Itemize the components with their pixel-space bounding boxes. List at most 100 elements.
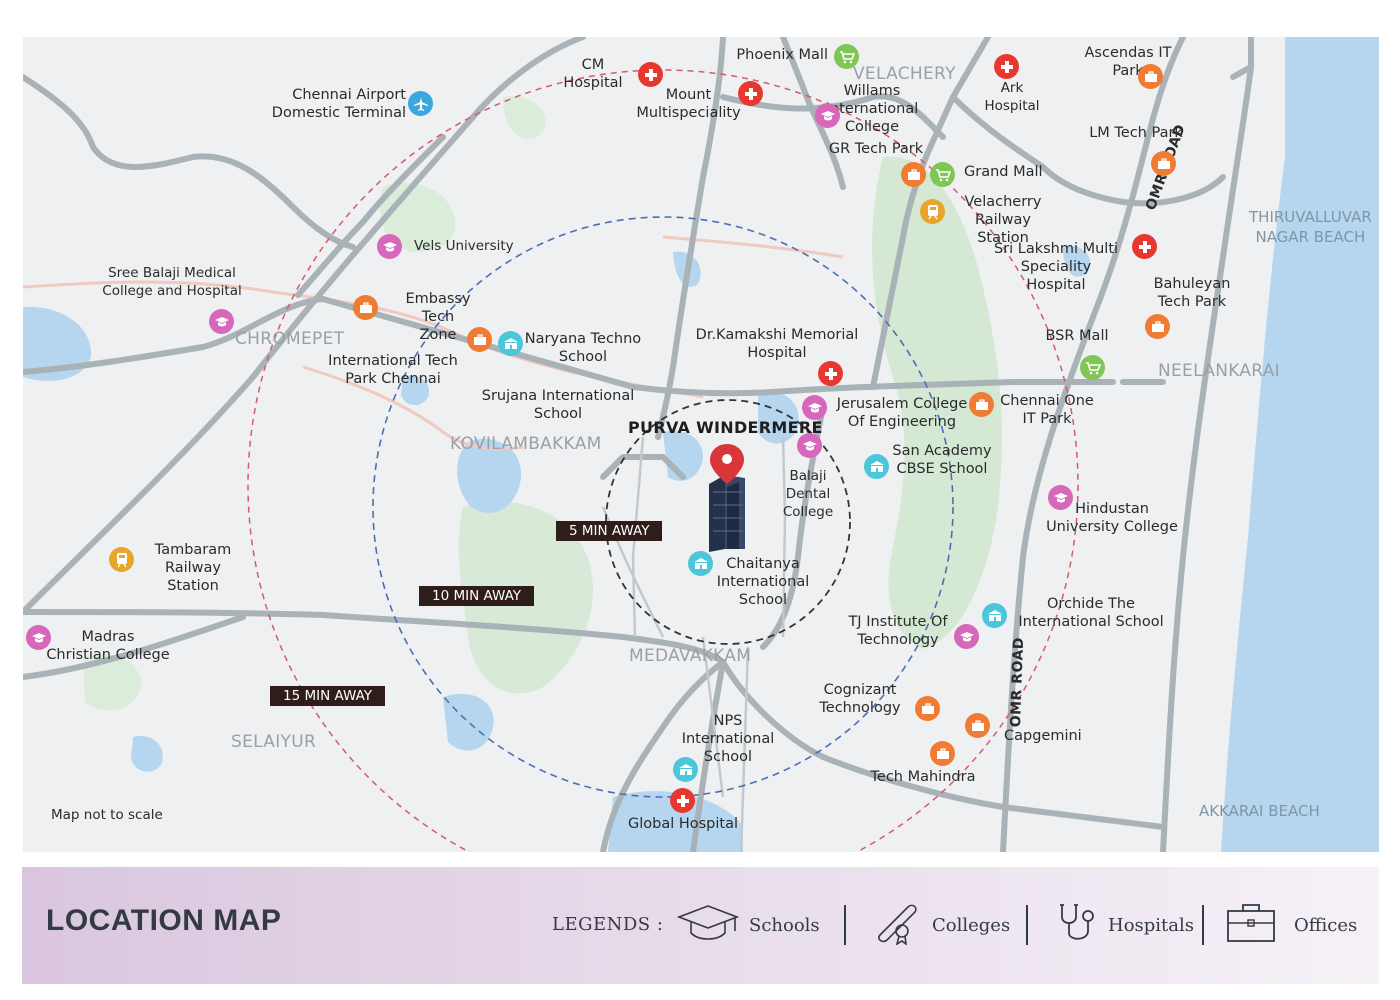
area-label-selaiyur: SELAIYUR: [231, 732, 317, 752]
legend-label-schools: Schools: [749, 914, 820, 936]
ring-badge-15-min: 15 MIN AWAY: [270, 686, 386, 706]
place-label-jerusalem-college: Jerusalem College Of Engineering: [836, 396, 968, 430]
place-label-cm-hospital: CM Hospital: [563, 57, 623, 91]
office-marker-icon-bahuleyan[interactable]: [1145, 314, 1170, 339]
place-label-hindustan: Hindustan University College: [1046, 501, 1178, 535]
place-label-naryana-techno: Naryana Techno School: [524, 331, 642, 365]
hospital-marker-icon-kamakshi[interactable]: [818, 361, 843, 386]
legend-divider: [1026, 905, 1028, 945]
place-label-tambaram-station: Tambaram Railway Station: [154, 542, 232, 594]
college-marker-icon-sree-balaji[interactable]: [209, 309, 234, 334]
sea: [1221, 37, 1379, 852]
place-label-sree-balaji: Sree Balaji Medical College and Hospital: [102, 265, 242, 299]
school-marker-icon-nps[interactable]: [673, 757, 698, 782]
minor-road-3: [662, 235, 844, 259]
place-label-capgemini: Capgemini: [1004, 728, 1082, 744]
college-marker-icon-balaji-dental[interactable]: [797, 433, 822, 458]
place-label-phoenix-mall: Phoenix Mall: [736, 47, 828, 63]
mall-marker-icon-phoenix[interactable]: [834, 44, 859, 69]
legend-label-offices: Offices: [1294, 914, 1358, 936]
place-label-international-tech-park: International Tech Park Chennai: [328, 353, 458, 387]
place-label-chennai-airport: Chennai Airport Domestic Terminal: [271, 87, 406, 121]
area-label-kovilambakkam: KOVILAMBAKKAM: [450, 434, 602, 454]
hospital-marker-icon-mount[interactable]: [738, 81, 763, 106]
school-marker-icon-orchide[interactable]: [982, 603, 1007, 628]
legend-bar: LOCATION MAP LEGENDS : Schools Colleges …: [22, 867, 1379, 984]
hospital-marker-icon-sri-lakshmi[interactable]: [1132, 234, 1157, 259]
beach-label-thiruvalluvar: THIRUVALLUVAR NAGAR BEACH: [1249, 208, 1372, 246]
location-map: VELACHERY CHROMEPET KOVILAMBAKKAM MEDAVA…: [23, 37, 1379, 852]
pond-2: [131, 736, 163, 772]
place-label-mount-multispeciality: Mount Multispeciality: [636, 87, 741, 121]
legend-label-colleges: Colleges: [932, 914, 1011, 936]
legend-divider: [1202, 905, 1204, 945]
stethoscope-icon: [1056, 901, 1098, 949]
place-label-cognizant: Cognizant Technology: [819, 682, 901, 716]
office-marker-icon-chennai-one[interactable]: [969, 392, 994, 417]
school-marker-icon-chaitanya[interactable]: [688, 551, 713, 576]
school-marker-icon-naryana[interactable]: [498, 331, 523, 356]
place-label-tj-institute: TJ Institute Of Technology: [848, 614, 948, 648]
lake-pallikaranai: [758, 391, 799, 444]
office-marker-icon-embassy[interactable]: [353, 295, 378, 320]
place-label-chaitanya: Chaitanya International School: [716, 556, 810, 608]
office-marker-icon-tech-mahindra[interactable]: [930, 741, 955, 766]
green-reserve-forest: [872, 156, 1002, 649]
ring-5-min: [605, 399, 851, 645]
project-building-icon: [709, 475, 745, 552]
place-label-balaji-dental: Balaji Dental College: [782, 468, 834, 520]
college-marker-icon-vels[interactable]: [377, 234, 402, 259]
project-title: PURVA WINDERMERE: [628, 418, 823, 437]
legend-item-schools: Schools: [676, 903, 820, 947]
place-label-chennai-one: Chennai One IT Park: [1000, 393, 1094, 427]
place-label-sri-lakshmi: Sri Lakshmi Multi Speciality Hospital: [993, 241, 1119, 293]
college-marker-icon-tj-institute[interactable]: [954, 624, 979, 649]
mortarboard-icon: [676, 903, 740, 947]
office-marker-icon-cognizant[interactable]: [915, 696, 940, 721]
place-label-global-hospital: Global Hospital: [627, 816, 739, 832]
school-marker-icon-san-academy[interactable]: [864, 454, 889, 479]
office-marker-icon-gr[interactable]: [901, 162, 926, 187]
area-label-chromepet: CHROMEPET: [235, 329, 345, 349]
legend-item-offices: Offices: [1226, 903, 1357, 947]
place-label-tech-mahindra: Tech Mahindra: [870, 769, 976, 785]
beach-label-akkarai: AKKARAI BEACH: [1199, 802, 1320, 820]
area-label-velachery: VELACHERY: [853, 64, 956, 84]
mall-marker-icon-bsr[interactable]: [1080, 355, 1105, 380]
green-area-top: [503, 96, 546, 139]
ring-10-min: [372, 216, 954, 798]
place-label-willams-college: Willams International College: [825, 83, 919, 135]
legend-divider: [844, 905, 846, 945]
office-marker-icon-lm[interactable]: [1151, 151, 1176, 176]
rail-marker-icon-tambaram[interactable]: [109, 547, 134, 572]
legend-item-hospitals: Hospitals: [1056, 903, 1194, 947]
college-marker-icon-jerusalem[interactable]: [802, 395, 827, 420]
area-label-medavakkam: MEDAVAKKAM: [629, 646, 752, 666]
scale-note: Map not to scale: [51, 807, 163, 823]
place-label-velacherry-station: Velacherry Railway Station: [964, 194, 1042, 246]
college-marker-icon-hindustan[interactable]: [1048, 485, 1073, 510]
place-label-vels-university: Vels University: [414, 238, 514, 254]
diploma-icon: [874, 901, 922, 949]
place-label-ark-hospital: Ark Hospital: [984, 80, 1040, 114]
airport-marker-icon[interactable]: [408, 91, 433, 116]
hospital-marker-icon-global[interactable]: [670, 788, 695, 813]
place-label-nps-school: NPS International School: [681, 713, 775, 765]
office-marker-icon-international-tech-park[interactable]: [467, 327, 492, 352]
ring-badge-5-min: 5 MIN AWAY: [556, 521, 663, 541]
place-label-madras-christian: Madras Christian College: [46, 629, 170, 663]
office-marker-icon-ascendas[interactable]: [1138, 64, 1163, 89]
college-marker-icon-willams[interactable]: [815, 103, 840, 128]
mall-marker-icon-grand[interactable]: [930, 162, 955, 187]
place-label-embassy: Embassy Tech Zone: [405, 291, 471, 343]
lake-chromepet: [23, 306, 92, 381]
college-marker-icon-madras-christian[interactable]: [26, 625, 51, 650]
area-label-neelankarai: NEELANKARAI: [1158, 361, 1280, 381]
lake-global: [608, 791, 743, 852]
rail-marker-icon-velacherry[interactable]: [920, 199, 945, 224]
place-label-srujana-school: Srujana International School: [481, 388, 635, 422]
hospital-marker-icon-cm[interactable]: [638, 62, 663, 87]
office-marker-icon-capgemini[interactable]: [965, 713, 990, 738]
ring-badge-10-min: 10 MIN AWAY: [419, 586, 535, 606]
hospital-marker-icon-ark[interactable]: [994, 54, 1019, 79]
